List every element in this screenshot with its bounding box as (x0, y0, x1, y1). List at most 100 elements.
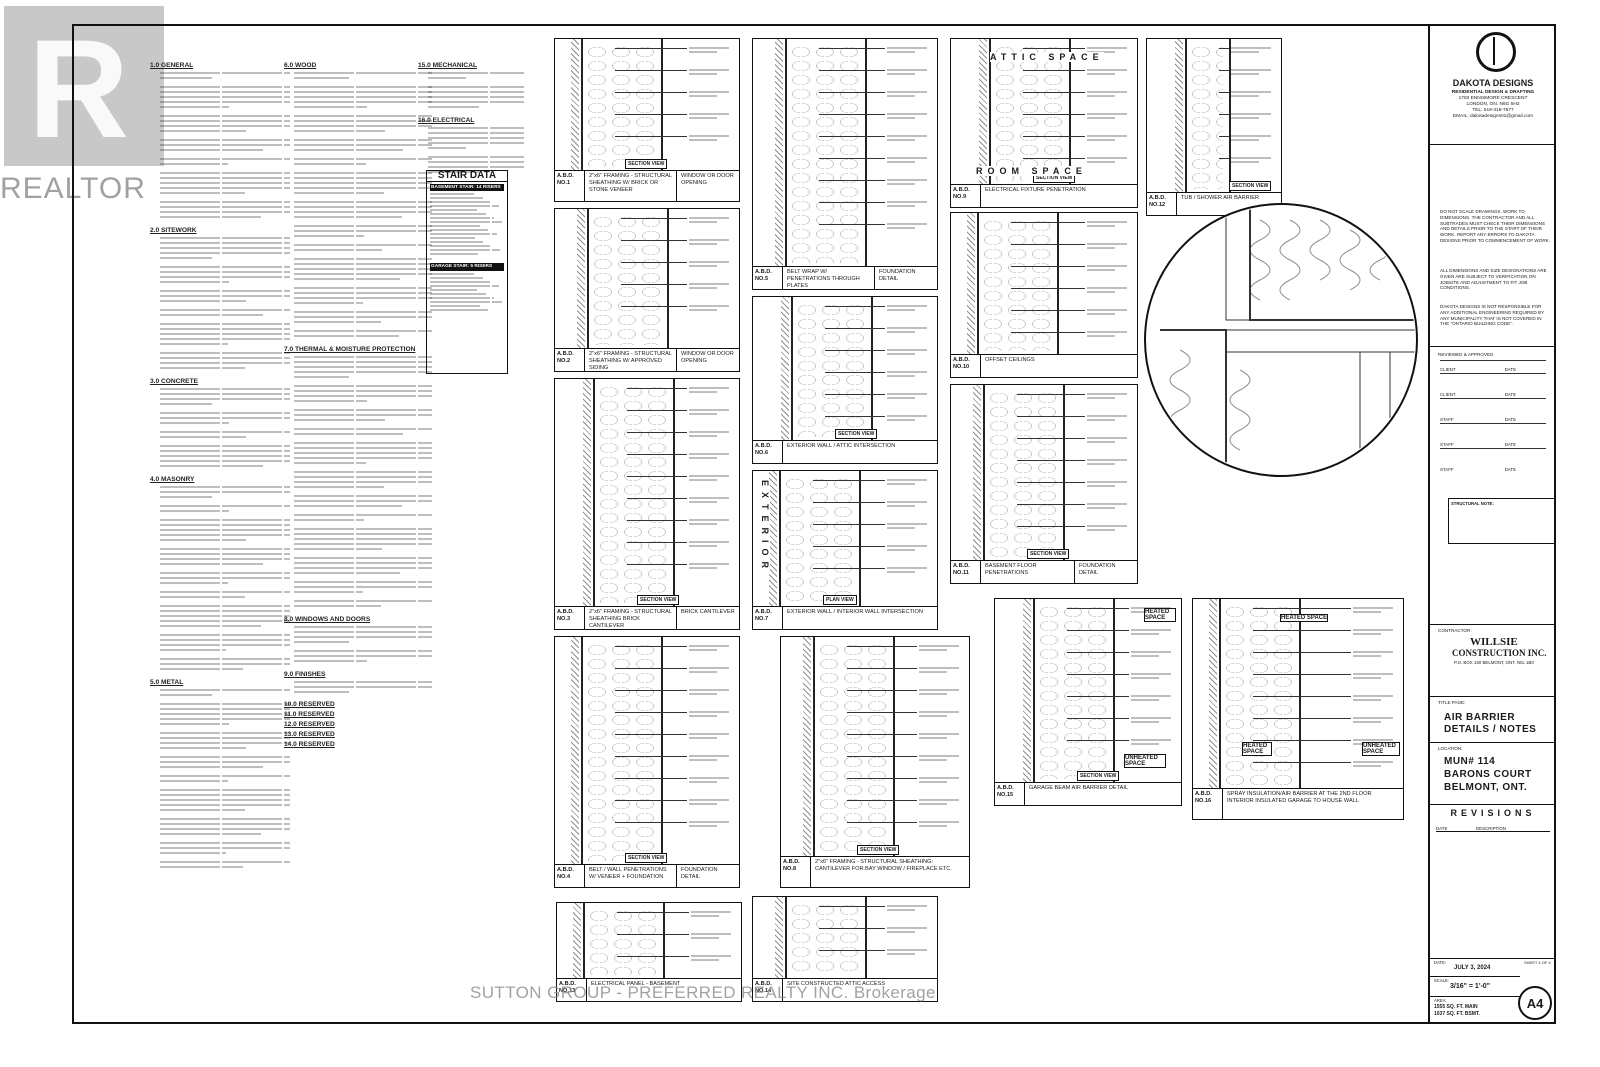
callout-text-line (1087, 47, 1127, 49)
note-text-line (294, 457, 432, 459)
firm-name: DAKOTA DESIGNS (1452, 78, 1534, 88)
callout-text-line (1087, 243, 1127, 245)
wall-section (587, 209, 669, 351)
insulation-hatch (987, 391, 1057, 557)
note-text-line (160, 572, 290, 574)
callout-text-line (887, 549, 915, 551)
note-text-line (160, 328, 290, 330)
note-text-line (294, 91, 432, 93)
note-text-line (294, 528, 432, 530)
note-text-line (160, 713, 290, 715)
callout-leader (615, 136, 687, 137)
note-text-line (160, 794, 290, 796)
callout-text-line (689, 409, 729, 411)
callout-text-line (691, 915, 719, 917)
note-text-line (160, 338, 290, 340)
note-text-line (160, 828, 290, 830)
note-text-line (160, 761, 290, 763)
callout-leader (615, 822, 687, 823)
room-space-label: ROOM SPACE (976, 166, 1087, 176)
note-text-line (294, 631, 432, 633)
callout-leader (819, 136, 885, 137)
callout-text-line (689, 777, 729, 779)
callout-text-line (1231, 51, 1259, 53)
date-label-2: DATE (1504, 392, 1516, 397)
note-text-line (294, 201, 432, 203)
callout-leader (1253, 740, 1351, 741)
insulation-hatch (597, 385, 667, 603)
note-text-line (160, 747, 246, 749)
note-text-line (294, 139, 432, 141)
callout-text-line (1131, 655, 1159, 657)
detail-title: 2"x6" FRAMING - STRUCTURAL SHEATHING W/ … (589, 351, 672, 371)
brokerage-watermark: SUTTON GROUP - PREFERRED REALTY INC. Bro… (470, 983, 936, 1002)
callout-text-line (887, 397, 915, 399)
note-text-line (294, 192, 384, 194)
callout-text-line (1353, 765, 1381, 767)
callout-text-line (689, 667, 729, 669)
note-text-line (294, 686, 432, 688)
note-text-line (160, 206, 290, 208)
date-value: JULY 3, 2024 (1454, 965, 1491, 971)
note-text-line (160, 431, 290, 433)
note-text-line (160, 237, 290, 239)
callout-leader (621, 218, 687, 219)
callout-text-line (1087, 95, 1115, 97)
wall-section (785, 39, 867, 269)
stair-data-row (430, 304, 481, 307)
detail-drawing: SECTION VIEW (555, 637, 739, 867)
detail-number: A.B.D. NO.10 (951, 355, 981, 377)
garage-stair-heading: GARAGE STAIR: 5 RISERS (430, 263, 504, 271)
callout-text-line (919, 667, 959, 669)
sheet-title-line-1: AIR BARRIER (1444, 712, 1516, 723)
callout-leader (615, 800, 687, 801)
callout-text-line (887, 523, 927, 525)
sheathing-hatch (979, 39, 987, 187)
detail-title: BASEMENT FLOOR PENETRATIONS (985, 563, 1037, 576)
detail-drawing: SECTION VIEW (555, 39, 739, 173)
note-text-line (160, 247, 290, 249)
heated-space-label-2: HEATED SPACE (1280, 614, 1329, 622)
callout-text-line (1087, 481, 1127, 483)
note-text-line (294, 641, 350, 643)
view-label: SECTION VIEW (1077, 771, 1120, 781)
note-text-line (294, 505, 402, 507)
notes-section-heading: 15.0 MECHANICAL (418, 62, 477, 69)
callout-text-line (1087, 393, 1127, 395)
detail-number: A.B.D. NO.1 (555, 171, 585, 201)
note-text-line (294, 481, 432, 483)
callout-text-line (919, 671, 947, 673)
callout-leader (627, 410, 687, 411)
note-text-line (294, 292, 432, 294)
callout-text-line (689, 305, 729, 307)
callout-text-line (1087, 135, 1127, 137)
callout-text-line (689, 497, 729, 499)
callout-text-line (887, 223, 927, 225)
callout-leader (1011, 310, 1085, 311)
sheathing-hatch (775, 897, 783, 981)
callout-text-line (887, 415, 927, 417)
title-page-label: TITLE PAGE: (1438, 700, 1466, 705)
note-text-line (160, 266, 290, 268)
callout-leader (819, 92, 885, 93)
callout-leader (1219, 136, 1229, 137)
callout-text-line (1087, 139, 1115, 141)
scale-label: SCALE: (1434, 978, 1449, 983)
detail-drawing: PLAN VIEW (753, 471, 937, 609)
note-text-line (160, 455, 290, 457)
wall-section (989, 39, 1071, 187)
callout-text-line (1231, 95, 1259, 97)
sheathing-hatch (583, 379, 591, 609)
wall-section (791, 297, 873, 443)
note-text-line (160, 201, 290, 203)
sheathing-hatch (571, 39, 579, 173)
stair-data-row (430, 217, 494, 219)
callout-leader (615, 70, 687, 71)
note-text-line (294, 581, 432, 583)
note-text-line (160, 732, 290, 734)
date-label-1: DATE (1504, 367, 1516, 372)
